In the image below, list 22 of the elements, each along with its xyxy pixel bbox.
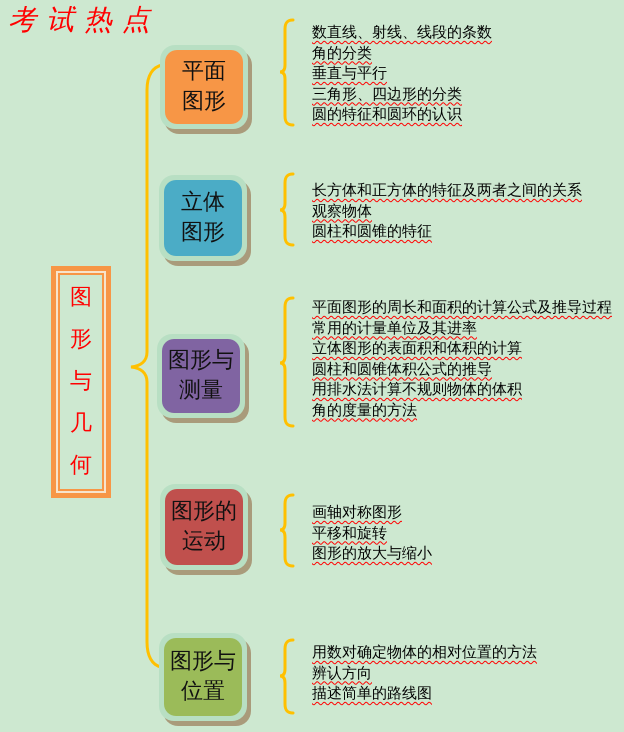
list-item: 角的分类	[312, 42, 372, 63]
list-item: 三角形、四边形的分类	[312, 84, 462, 104]
list-item: 角的度量的方法	[312, 400, 417, 420]
list-item: 长方体和正方体的特征及两者之间的关系	[312, 180, 582, 200]
list-item: 平移和旋转	[312, 522, 387, 543]
list-item: 用数对确定物体的相对位置的方法	[312, 642, 537, 662]
list-item: 图形的放大与缩小	[312, 543, 432, 564]
title: 考试热点	[8, 3, 160, 37]
list-item: 数直线、射线、线段的条数	[312, 22, 492, 42]
list-item: 辨认方向	[312, 662, 372, 683]
list-item: 平面图形的周长和面积的计算公式及推导过程	[312, 297, 612, 318]
list-item: 垂直与平行	[312, 63, 387, 84]
list-item: 常用的计量单位及其进率	[312, 318, 477, 338]
main-topic-box: 图形与几何	[51, 266, 111, 498]
list-item: 描述简单的路线图	[312, 683, 432, 704]
list-item: 用排水法计算不规则物体的体积	[312, 379, 522, 400]
list-item: 圆的特征和圆环的认识	[312, 104, 462, 124]
list-item: 圆柱和圆锥体积公式的推导	[312, 358, 492, 379]
list-item: 观察物体	[312, 200, 372, 221]
list-item: 画轴对称图形	[312, 502, 402, 522]
list-item: 立体图形的表面积和体积的计算	[312, 338, 522, 358]
list-item: 圆柱和圆锥的特征	[312, 221, 432, 242]
